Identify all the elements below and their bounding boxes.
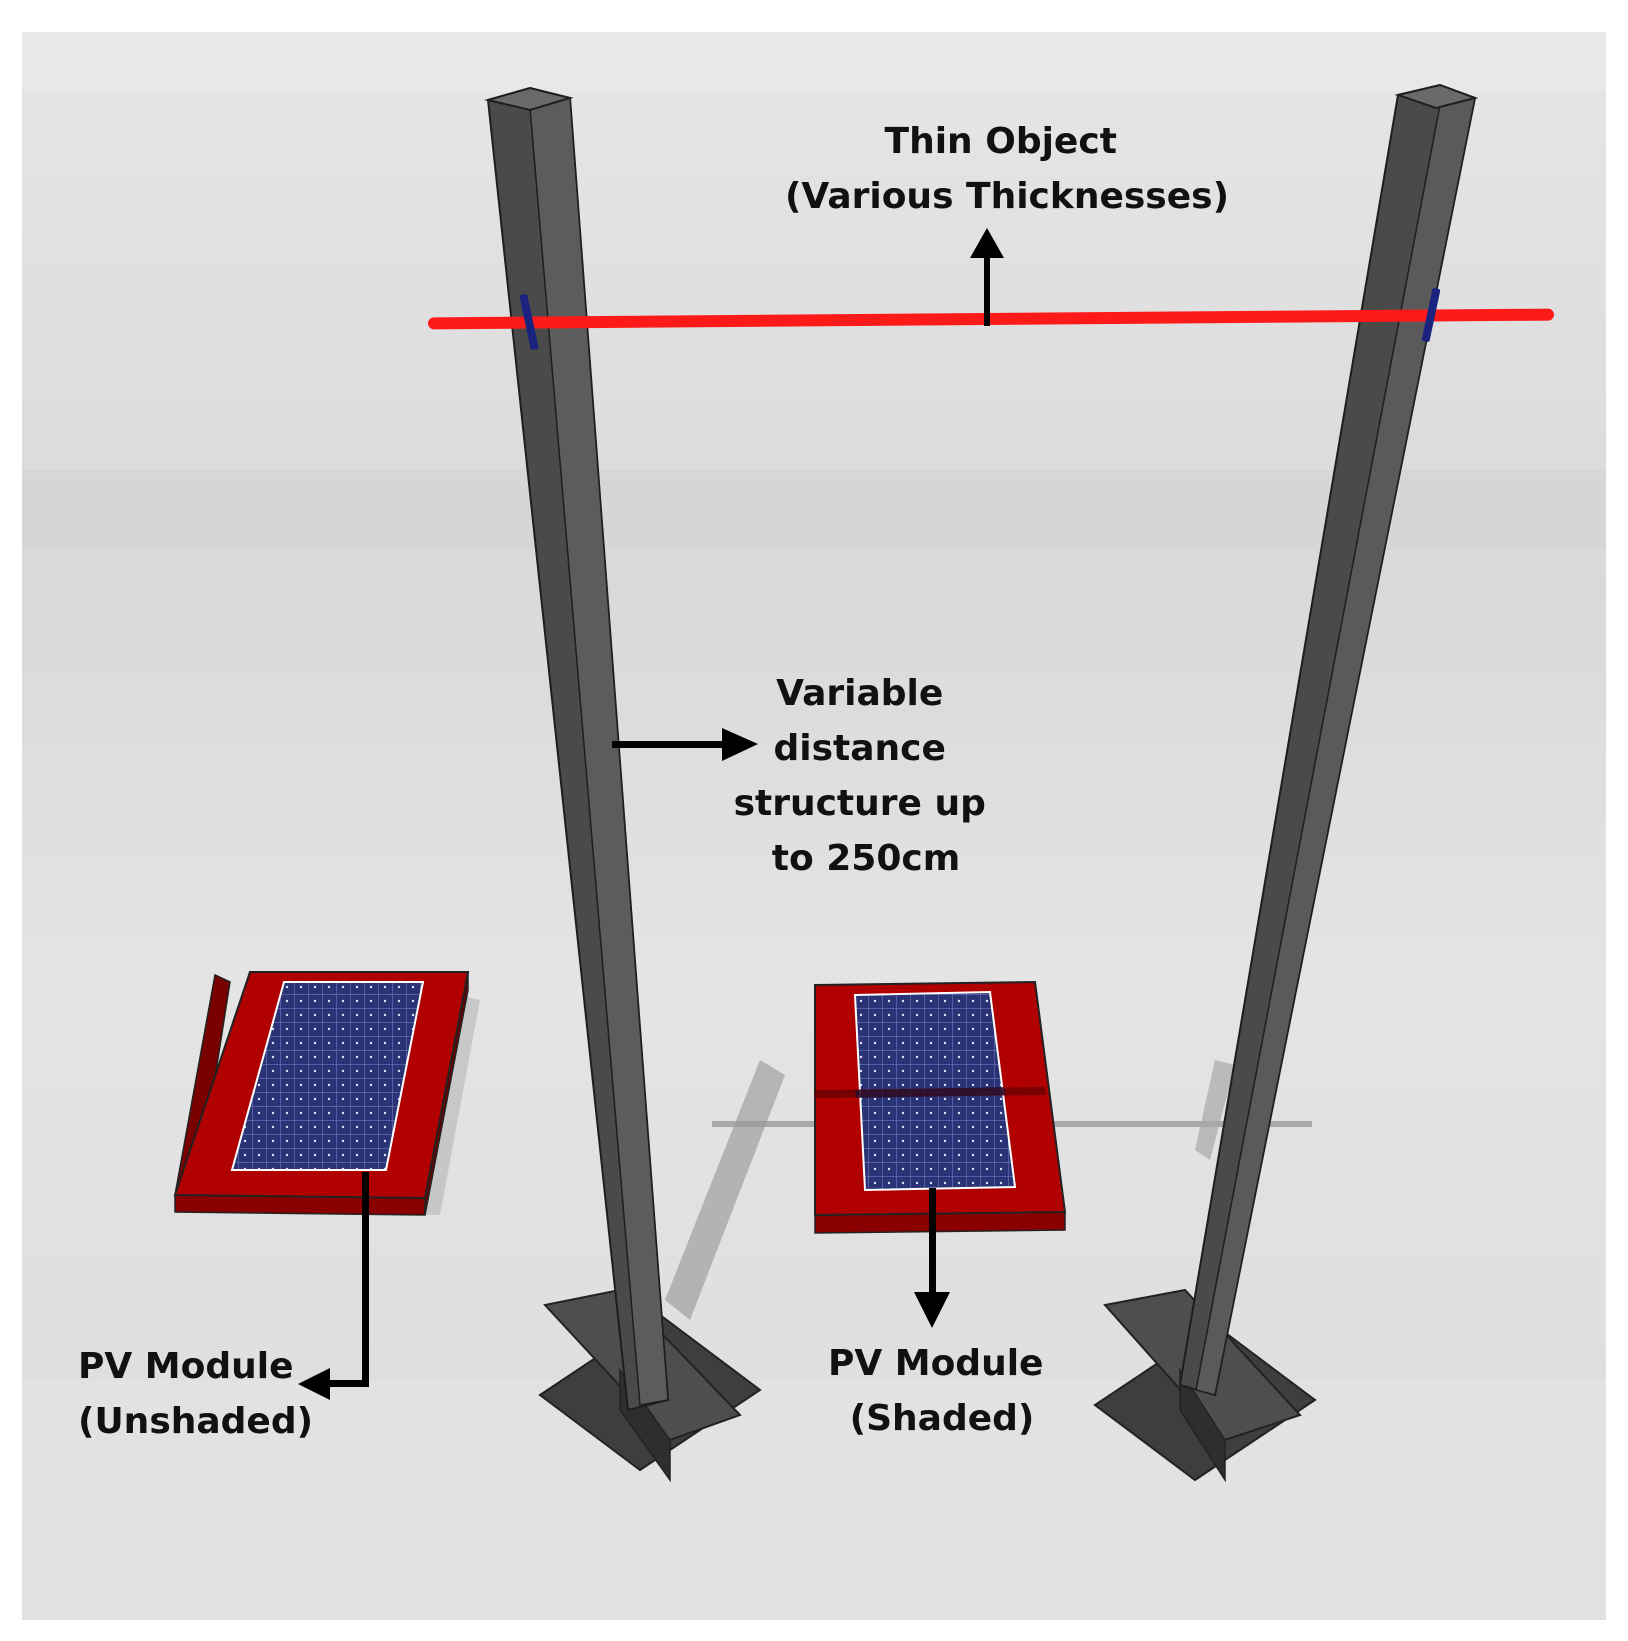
right-post (1093, 83, 1479, 1483)
label-variable-distance: Variable distance structure up to 250cm (734, 673, 999, 879)
label-pv-shaded: PV Module (Shaded) (828, 1343, 1056, 1439)
label-pv-unshaded: PV Module (Unshaded) (78, 1346, 313, 1442)
pv-module-shaded (814, 980, 1067, 1234)
arrow-up-icon (970, 228, 1004, 326)
left-post (484, 86, 762, 1483)
label-thin-object: Thin Object (Various Thicknesses) (785, 121, 1229, 217)
thin-object-bar (428, 288, 1554, 350)
arrow-down-icon (914, 1188, 950, 1328)
arrow-left-icon (298, 1172, 369, 1400)
arrow-right-icon (612, 728, 758, 761)
pv-module-unshaded (173, 971, 470, 1216)
